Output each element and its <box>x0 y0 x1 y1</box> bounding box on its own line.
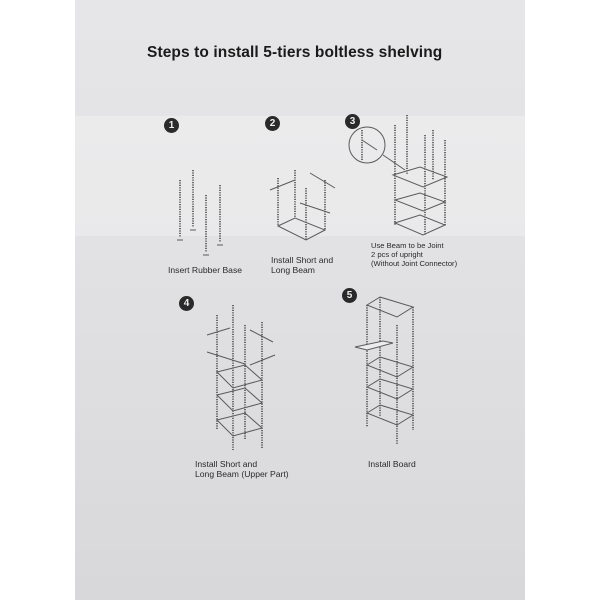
step-1-badge: 1 <box>164 118 179 133</box>
step-4-caption: Install Short and Long Beam (Upper Part) <box>195 459 289 479</box>
document-title: Steps to install 5-tiers boltless shelvi… <box>147 44 443 61</box>
step-4-badge: 4 <box>179 296 194 311</box>
step-1-illustration <box>177 170 223 256</box>
step-5-illustration <box>354 296 415 445</box>
paper-fold-shading <box>75 116 525 236</box>
step-3-illustration <box>348 115 449 236</box>
instruction-sheet-photo: Steps to install 5-tiers boltless shelvi… <box>75 0 525 600</box>
step-2-caption: Install Short and Long Beam <box>271 255 334 275</box>
step-1-caption: Insert Rubber Base <box>168 265 243 275</box>
step-2-illustration <box>269 170 336 241</box>
step-5-caption: Install Board <box>368 459 416 469</box>
step-2-badge: 2 <box>265 116 280 131</box>
step-5-badge: 5 <box>342 288 357 303</box>
step-3-badge: 3 <box>345 114 360 129</box>
step-3-caption: Use Beam to be Joint 2 pcs of upright (W… <box>371 241 458 268</box>
step-4-illustration <box>206 305 276 450</box>
